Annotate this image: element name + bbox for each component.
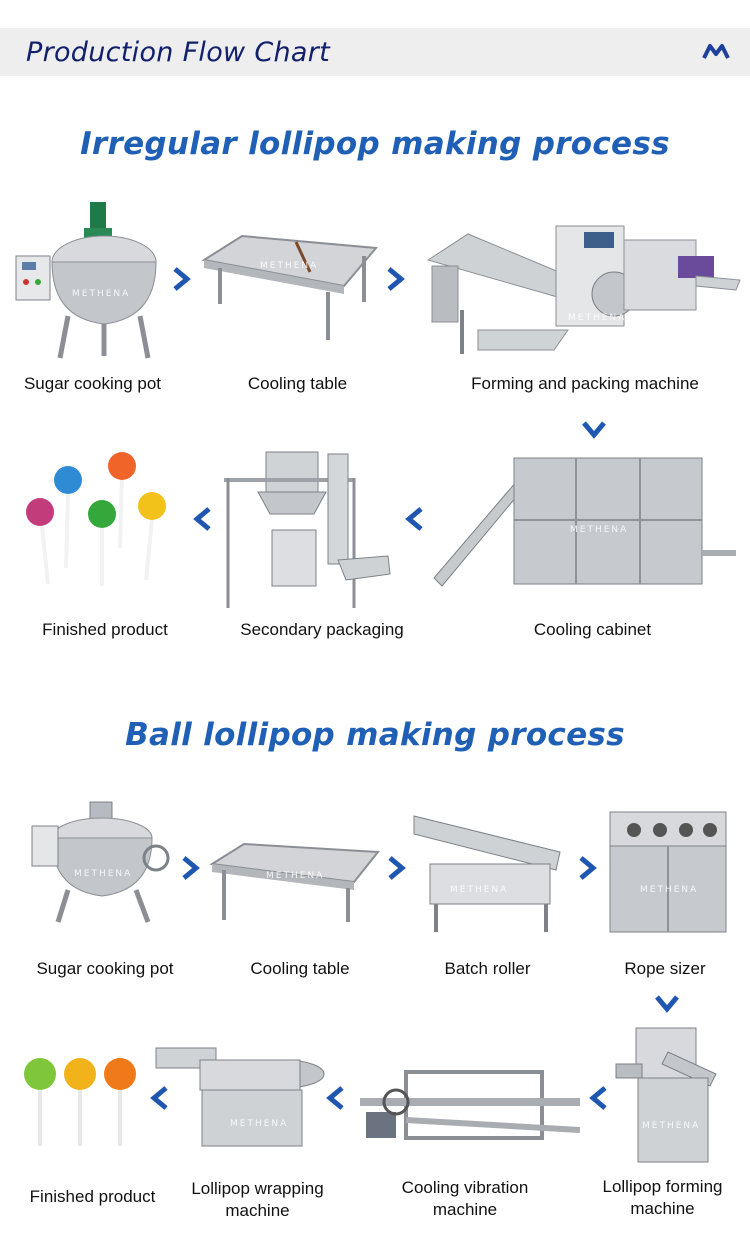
step-label-lollipop-forming-machine: Lollipop forming machine [602,1177,723,1218]
cooling-cabinet-image: METHENA [433,457,736,587]
forming-packing-machine-image: METHENA [426,225,741,354]
secondary-packaging-image: METHENA [224,451,391,608]
header-bar: Production Flow Chart [0,28,750,76]
watermark-text: METHENA [230,1119,288,1129]
arrow-right-icon [177,855,203,881]
arrow-left-icon [586,1085,612,1111]
watermark-text: METHENA [568,313,626,323]
arrow-left-icon [323,1085,349,1111]
step-label-forming-packing-machine: Forming and packing machine [471,374,699,393]
step-label-sugar-cooking-pot-ball: Sugar cooking pot [36,959,174,978]
step-label-cooling-vibration-machine: Cooling vibration machine [401,1178,529,1219]
batch-roller-image: METHENA [413,815,561,932]
finished-product-ball-lollipops-image [24,1058,136,1146]
cooling-table-image: METHENA [201,234,379,340]
step-label-rope-sizer: Rope sizer [624,959,706,978]
watermark-text: METHENA [642,1121,700,1131]
lollipop-wrapping-machine-image: METHENA [155,1047,325,1147]
step-label-lollipop-wrapping-machine: Lollipop wrapping machine [191,1179,324,1220]
lollipop-forming-machine-image: METHENA [615,1027,717,1163]
arrow-down-icon [581,416,607,442]
watermark-text: METHENA [450,885,508,895]
cooling-table-image: METHENA [209,842,380,922]
watermark-text: METHENA [640,885,698,895]
arrow-down-icon [654,990,680,1016]
watermark-text: METHENA [570,525,628,535]
page-title: Production Flow Chart [26,37,331,68]
finished-product-lollipops-image [26,452,166,586]
arrow-right-icon [382,266,408,292]
step-label-cooling-cabinet: Cooling cabinet [533,620,652,639]
step-label-cooling-table-ball: Cooling table [250,959,350,978]
watermark-text: METHENA [258,521,316,531]
watermark-text: METHENA [446,1091,504,1101]
section-title-irregular: Irregular lollipop making process [80,126,670,162]
step-label-secondary-packaging: Secondary packaging [240,620,404,639]
section-title-ball: Ball lollipop making process [125,717,625,753]
arrow-left-icon [402,506,428,532]
arrow-left-icon [147,1085,173,1111]
arrow-right-icon [168,266,194,292]
watermark-text: METHENA [266,871,324,881]
step-label-cooling-table: Cooling table [247,374,348,393]
step-label-sugar-cooking-pot: Sugar cooking pot [23,374,162,393]
arrow-left-icon [190,506,216,532]
arrow-right-icon [574,855,600,881]
rope-sizer-image: METHENA [609,811,727,933]
methena-logo-icon [702,44,730,59]
sugar-cooking-pot-image: METHENA [15,202,157,359]
step-label-finished-product: Finished product [42,620,168,639]
watermark-text: METHENA [260,261,318,271]
cooling-vibration-machine-image: METHENA [360,1070,581,1140]
step-label-finished-product-ball: Finished product [29,1187,156,1206]
sugar-cooking-pot-image: METHENA [31,801,170,923]
step-label-batch-roller: Batch roller [444,959,531,978]
watermark-text: METHENA [72,289,130,299]
watermark-text: METHENA [74,869,132,879]
arrow-right-icon [383,855,409,881]
